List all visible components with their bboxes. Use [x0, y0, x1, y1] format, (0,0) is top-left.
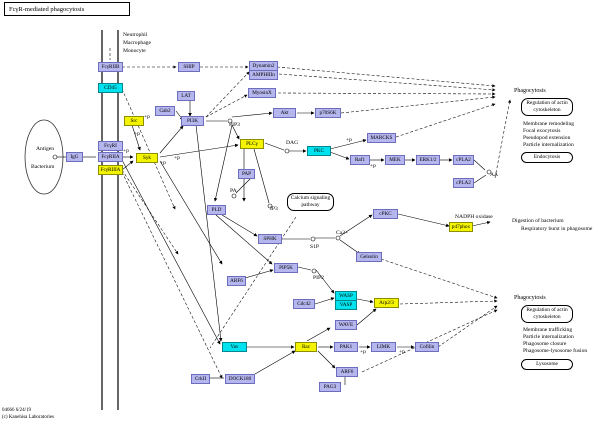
- node-gab2[interactable]: Gab2: [155, 106, 175, 116]
- antigen-label: Antigen: [36, 146, 55, 152]
- compound-ca: Ca2+: [336, 230, 349, 236]
- node-plcg[interactable]: PLCγ: [240, 139, 264, 149]
- node-arf6-b[interactable]: ARF6: [336, 367, 358, 377]
- node-pag3[interactable]: PAG3: [319, 382, 341, 392]
- outcome-list-2-item: Particle internalization: [523, 334, 574, 340]
- phospho-label: +p: [123, 148, 129, 154]
- phospho-label: +p: [160, 160, 166, 166]
- compound-aa: AA: [490, 172, 499, 178]
- node-lat[interactable]: LAT: [177, 91, 195, 101]
- actin-cytoskeleton-box-2[interactable]: Regulation of actin cytoskeleton: [521, 305, 573, 323]
- node-dock180[interactable]: DOCK180: [225, 374, 255, 384]
- node-ship[interactable]: SHIP: [178, 62, 200, 72]
- outcome-phagocytosis-2: Phagocytosis: [514, 295, 546, 301]
- node-raf1[interactable]: Raf1: [350, 155, 370, 165]
- outcome-list-2-item: Phagosome closure: [523, 341, 567, 347]
- outcome-list-1-item: Membrane remodeling: [523, 121, 575, 127]
- cell-type-macrophage: Macrophage: [123, 40, 151, 46]
- phospho-label: +p: [370, 163, 376, 169]
- compound-pip3: PIP3: [229, 122, 240, 128]
- node-p70s6k[interactable]: p70S6K: [315, 108, 341, 118]
- node-pak1[interactable]: PAK1: [334, 342, 358, 352]
- outcome-respiratory-burst: Respiratory burst in phagosome: [521, 226, 593, 232]
- outcome-list-1-item: Pseudopod extension: [523, 135, 571, 141]
- outcome-nadph-oxidase: NADPH oxidase: [455, 214, 493, 220]
- node-fcgr2b[interactable]: FcγRIIB: [98, 62, 123, 72]
- node-limk[interactable]: LIMK: [371, 342, 396, 352]
- node-wave[interactable]: WAVE: [335, 320, 357, 330]
- node-marcks[interactable]: MARCKS: [367, 133, 396, 143]
- outcome-list-1-item: Focal exocytosis: [523, 128, 561, 134]
- node-cofilin[interactable]: Cofilin: [415, 342, 439, 352]
- node-akt[interactable]: Akt: [273, 108, 296, 118]
- node-rac[interactable]: Rac: [295, 342, 317, 352]
- phospho-label: +p: [144, 114, 150, 120]
- outcome-list-1-item: Particle internalization: [523, 142, 574, 148]
- node-cpla2-b[interactable]: cPLA2: [453, 178, 474, 188]
- node-cpkc[interactable]: cPKC: [373, 209, 398, 219]
- node-vasp[interactable]: VASP: [335, 300, 357, 310]
- node-cdc42[interactable]: Cdc42: [293, 299, 315, 309]
- phospho-label: +p: [346, 137, 352, 143]
- compound-s1p: S1P: [310, 244, 320, 250]
- node-mek[interactable]: MEK: [385, 155, 405, 165]
- node-myosinx[interactable]: MyosinX: [248, 88, 276, 98]
- cell-type-monocyte: Monocyte: [123, 48, 146, 54]
- node-cpla2-a[interactable]: cPLA2: [453, 155, 474, 165]
- node-pld[interactable]: PLD: [207, 205, 226, 215]
- compound-pa: PA: [230, 188, 237, 194]
- outcome-phagocytosis-1: Phagocytosis: [514, 88, 546, 94]
- node-pap[interactable]: PAP: [238, 169, 255, 179]
- calcium-signaling-box[interactable]: Calcium signaling pathway: [287, 193, 334, 211]
- compound-pip2: PIP2: [313, 275, 324, 281]
- node-pkc[interactable]: PKC: [307, 146, 331, 156]
- compound-dag: DAG: [286, 140, 299, 146]
- node-amphiphysin[interactable]: AMPHIIIn: [249, 70, 278, 80]
- node-syk[interactable]: Syk: [136, 153, 158, 163]
- phospho-label: +p: [134, 131, 140, 137]
- phospho-label: +p: [360, 349, 366, 355]
- node-erk[interactable]: ERK1/2: [416, 155, 440, 165]
- phospho-label: +p: [174, 155, 180, 161]
- node-fcgr2a[interactable]: FcγRIIA: [98, 152, 123, 162]
- footer-id: 04666 6/24/19: [2, 408, 32, 413]
- compound-ip3: IP3: [270, 206, 278, 212]
- node-igg[interactable]: IgG: [66, 152, 83, 162]
- outcome-list-2-item: Phagosome-lysosome fusion: [523, 348, 588, 354]
- node-cd45[interactable]: CD45: [98, 83, 123, 93]
- footer-copyright: (c) Kanehisa Laboratories: [2, 415, 54, 420]
- node-fcgr1[interactable]: FcγRI: [98, 141, 123, 151]
- node-crkii[interactable]: CrkII: [191, 374, 210, 384]
- node-arp23[interactable]: Arp2/3: [374, 298, 399, 308]
- node-src[interactable]: Src: [124, 116, 144, 126]
- node-pip5k[interactable]: PIP5K: [274, 263, 298, 273]
- node-sphk[interactable]: SPHK: [258, 234, 282, 244]
- node-pi3k[interactable]: PI3K: [181, 116, 204, 126]
- actin-cytoskeleton-box-1[interactable]: Regulation of actin cytoskeleton: [521, 98, 573, 116]
- node-p47phox[interactable]: p47phox: [449, 222, 473, 232]
- outcome-list-2-item: Membrane trafficking: [523, 327, 573, 333]
- node-fcgr3a[interactable]: FcγRIIIA: [98, 165, 123, 175]
- node-gelsolin[interactable]: Gelsolin: [356, 252, 382, 262]
- endocytosis-box[interactable]: Endocytosis: [521, 152, 573, 163]
- bacterium-label: Bacterium: [31, 164, 55, 170]
- phospho-label: +p: [399, 349, 405, 355]
- pathway-title: FcγR-mediated phagocytosis: [4, 2, 130, 16]
- lysosome-box[interactable]: Lysosome: [521, 359, 573, 370]
- node-arf6-a[interactable]: ARF6: [227, 276, 246, 286]
- node-vav[interactable]: Vav: [222, 342, 247, 352]
- cell-type-neutrophil: Neutrophil: [123, 32, 148, 38]
- outcome-digestion: Digestion of bacterium: [512, 218, 564, 224]
